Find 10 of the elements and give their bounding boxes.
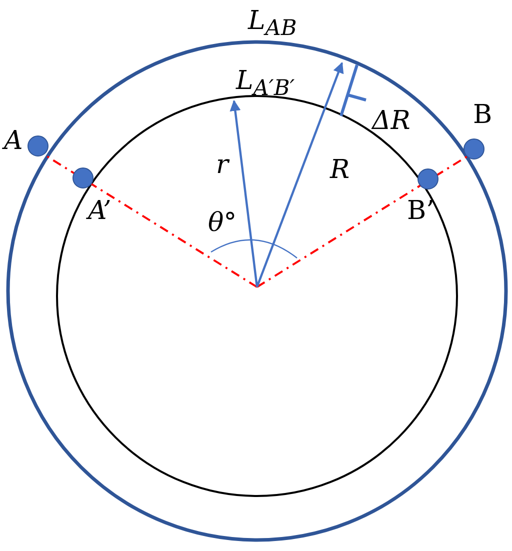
math-label: r: [216, 152, 228, 178]
math-label: ΔR: [372, 108, 410, 134]
math-label: A: [4, 128, 23, 154]
math-label: R: [330, 157, 350, 183]
math-label: θ°: [208, 210, 237, 236]
math-label: B’: [407, 198, 434, 224]
math-label: L$_{AB}$: [248, 8, 297, 40]
math-label: B: [473, 102, 492, 128]
math-label: L$_{A′B′}$: [236, 68, 295, 100]
math-label: A’: [88, 198, 112, 224]
